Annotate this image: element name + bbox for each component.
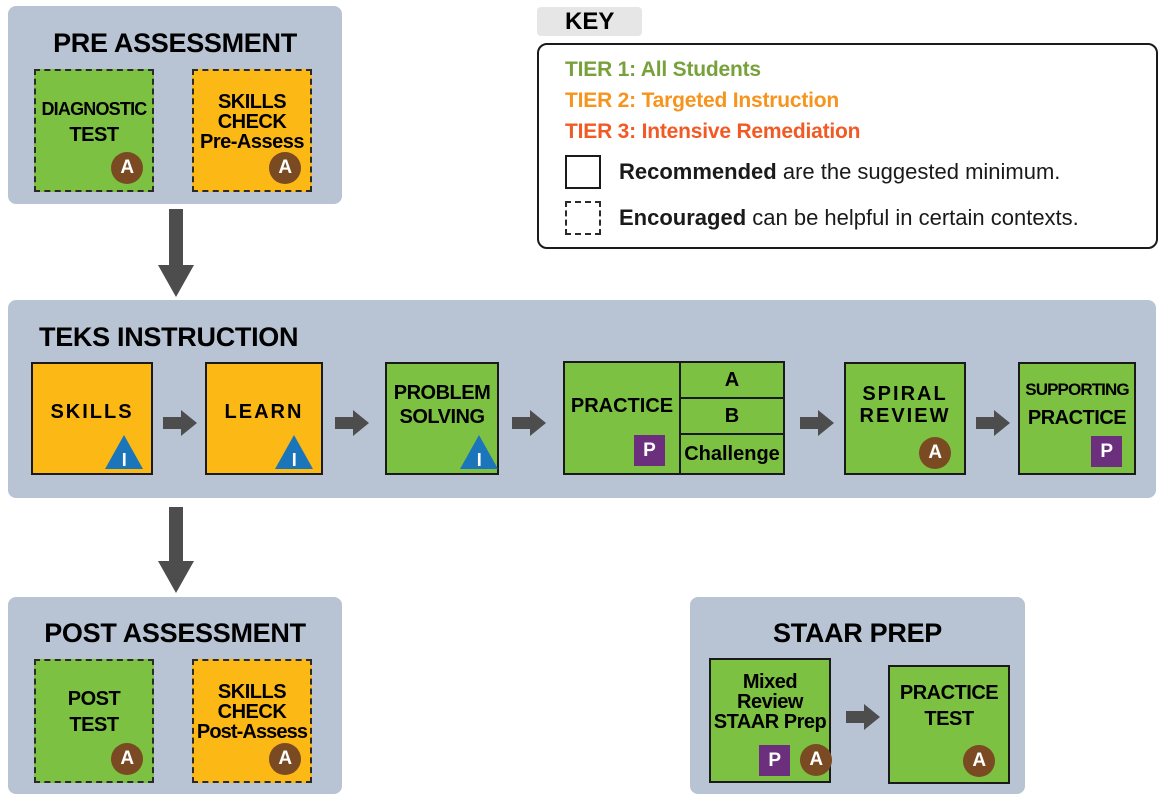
arrow-right-icon: [512, 410, 546, 436]
practice-b-cell[interactable]: B: [681, 399, 783, 435]
skills-check-post-label: SKILLS CHECK Post-Assess: [196, 681, 308, 760]
diagnostic-test-label: DIAGNOSTIC TEST: [41, 98, 147, 163]
assessment-badge-icon: A: [800, 744, 832, 776]
practice-badge-icon: P: [634, 435, 665, 466]
skills-check-post-box[interactable]: SKILLS CHECK Post-Assess A: [192, 659, 312, 783]
assessment-badge-icon: A: [269, 152, 301, 184]
practice-main-cell: PRACTICE P: [565, 363, 681, 473]
skills-check-pre-box[interactable]: SKILLS CHECK Pre-Assess A: [192, 69, 312, 192]
key-tier2: TIER 2: Targeted Instruction: [565, 89, 840, 112]
assessment-badge-icon: A: [919, 437, 951, 469]
key-encouraged-row: Encouraged can be helpful in certain con…: [565, 201, 1079, 235]
teks-instruction-title: TEKS INSTRUCTION: [39, 322, 299, 352]
assessment-badge-icon: A: [111, 152, 143, 184]
diagnostic-test-box[interactable]: DIAGNOSTIC TEST A: [34, 69, 154, 192]
practice-box[interactable]: PRACTICE P A B Challenge: [563, 361, 785, 475]
practice-label: PRACTICE: [570, 395, 674, 417]
supporting-practice-box[interactable]: SUPPORTING PRACTICE P: [1018, 362, 1136, 475]
solid-border-swatch: [565, 155, 601, 189]
key-recommended-row: Recommended are the suggested minimum.: [565, 155, 1060, 189]
practice-test-label: PRACTICE TEST: [899, 681, 999, 767]
mixed-line3: STAAR Prep: [713, 710, 827, 733]
key-encouraged-text: Encouraged can be helpful in certain con…: [619, 205, 1079, 231]
key-title: KEY: [537, 7, 642, 36]
problem-line1: PROBLEM: [393, 381, 491, 404]
skills-pre-line3: Pre-Assess: [200, 130, 304, 153]
mixed-review-label: Mixed Review STAAR Prep: [713, 670, 827, 770]
practice-test-box[interactable]: PRACTICE TEST A: [888, 665, 1010, 784]
diagnostic-line1: DIAGNOSTIC: [41, 98, 147, 119]
post-line2: TEST: [69, 714, 119, 736]
assessment-badge-icon: A: [111, 743, 143, 775]
key-legend: TIER 1: All Students TIER 2: Targeted In…: [537, 43, 1158, 249]
mixed-review-box[interactable]: Mixed Review STAAR Prep P A: [709, 658, 832, 783]
key-recommended-text: Recommended are the suggested minimum.: [619, 159, 1060, 185]
post-test-box[interactable]: POST TEST A: [34, 659, 154, 783]
post-line1: POST: [67, 688, 121, 710]
key-tier3: TIER 3: Intensive Remediation: [565, 120, 861, 143]
pre-assessment-title: PRE ASSESSMENT: [53, 28, 297, 58]
assessment-badge-icon: A: [963, 745, 995, 777]
learn-label: LEARN: [224, 400, 304, 423]
spiral-line2: REVIEW: [859, 404, 951, 427]
problem-solving-box[interactable]: PROBLEM SOLVING I: [385, 362, 499, 475]
dashed-border-swatch: [565, 201, 601, 235]
key-encouraged-rest: can be helpful in certain contexts.: [746, 205, 1079, 230]
instruction-badge-icon: I: [460, 435, 498, 469]
arrow-right-icon: [335, 410, 369, 436]
instruction-badge-icon: I: [105, 435, 143, 469]
svg-text:I: I: [292, 450, 297, 469]
arrow-right-icon: [846, 704, 880, 730]
arrow-down-icon: [158, 507, 194, 593]
arrow-right-icon: [800, 410, 834, 436]
staar-prep-title: STAAR PREP: [772, 618, 943, 648]
learn-box[interactable]: LEARN I: [205, 362, 323, 475]
mixed-line1: Mixed: [742, 670, 798, 693]
skills-post-line2: CHECK: [217, 701, 287, 723]
supporting-line1: SUPPORTING: [1025, 379, 1129, 399]
assessment-badge-icon: A: [269, 743, 301, 775]
key-recommended-bold: Recommended: [619, 159, 777, 184]
skills-check-pre-label: SKILLS CHECK Pre-Assess: [200, 92, 304, 170]
skills-label: SKILLS: [50, 400, 134, 423]
key-tier1: TIER 1: All Students: [565, 58, 761, 81]
mixed-line2: Review: [737, 690, 803, 713]
arrow-right-icon: [976, 410, 1010, 436]
supporting-line2: PRACTICE: [1027, 406, 1127, 429]
staar-practice-line2: TEST: [924, 707, 974, 730]
arrow-down-icon: [158, 209, 194, 297]
post-test-label: POST TEST: [67, 688, 121, 753]
key-recommended-rest: are the suggested minimum.: [776, 159, 1061, 184]
problem-solving-label: PROBLEM SOLVING: [394, 383, 491, 455]
svg-text:I: I: [477, 450, 482, 469]
spiral-review-label: SPIRAL REVIEW: [860, 384, 951, 454]
key-encouraged-bold: Encouraged: [619, 205, 747, 230]
instruction-badge-icon: I: [275, 435, 313, 469]
staar-practice-line1: PRACTICE: [899, 681, 999, 704]
practice-badge-icon: P: [1091, 436, 1122, 467]
svg-text:I: I: [122, 450, 127, 469]
skills-post-line1: SKILLS: [217, 681, 287, 703]
practice-a-cell[interactable]: A: [681, 363, 783, 399]
spiral-review-box[interactable]: SPIRAL REVIEW A: [844, 362, 966, 475]
problem-line2: SOLVING: [399, 405, 485, 428]
diagnostic-line2: TEST: [69, 123, 119, 146]
practice-challenge-cell[interactable]: Challenge: [684, 442, 780, 465]
post-assessment-title: POST ASSESSMENT: [44, 618, 306, 648]
skills-pre-line2: CHECK: [217, 110, 287, 133]
arrow-right-icon: [163, 410, 197, 436]
spiral-line1: SPIRAL: [862, 382, 948, 405]
supporting-practice-label: SUPPORTING PRACTICE: [1025, 379, 1129, 458]
skills-box[interactable]: SKILLS I: [31, 362, 153, 475]
skills-post-line3: Post-Assess: [196, 721, 308, 743]
practice-badge-icon: P: [759, 745, 790, 776]
skills-pre-line1: SKILLS: [217, 90, 287, 113]
